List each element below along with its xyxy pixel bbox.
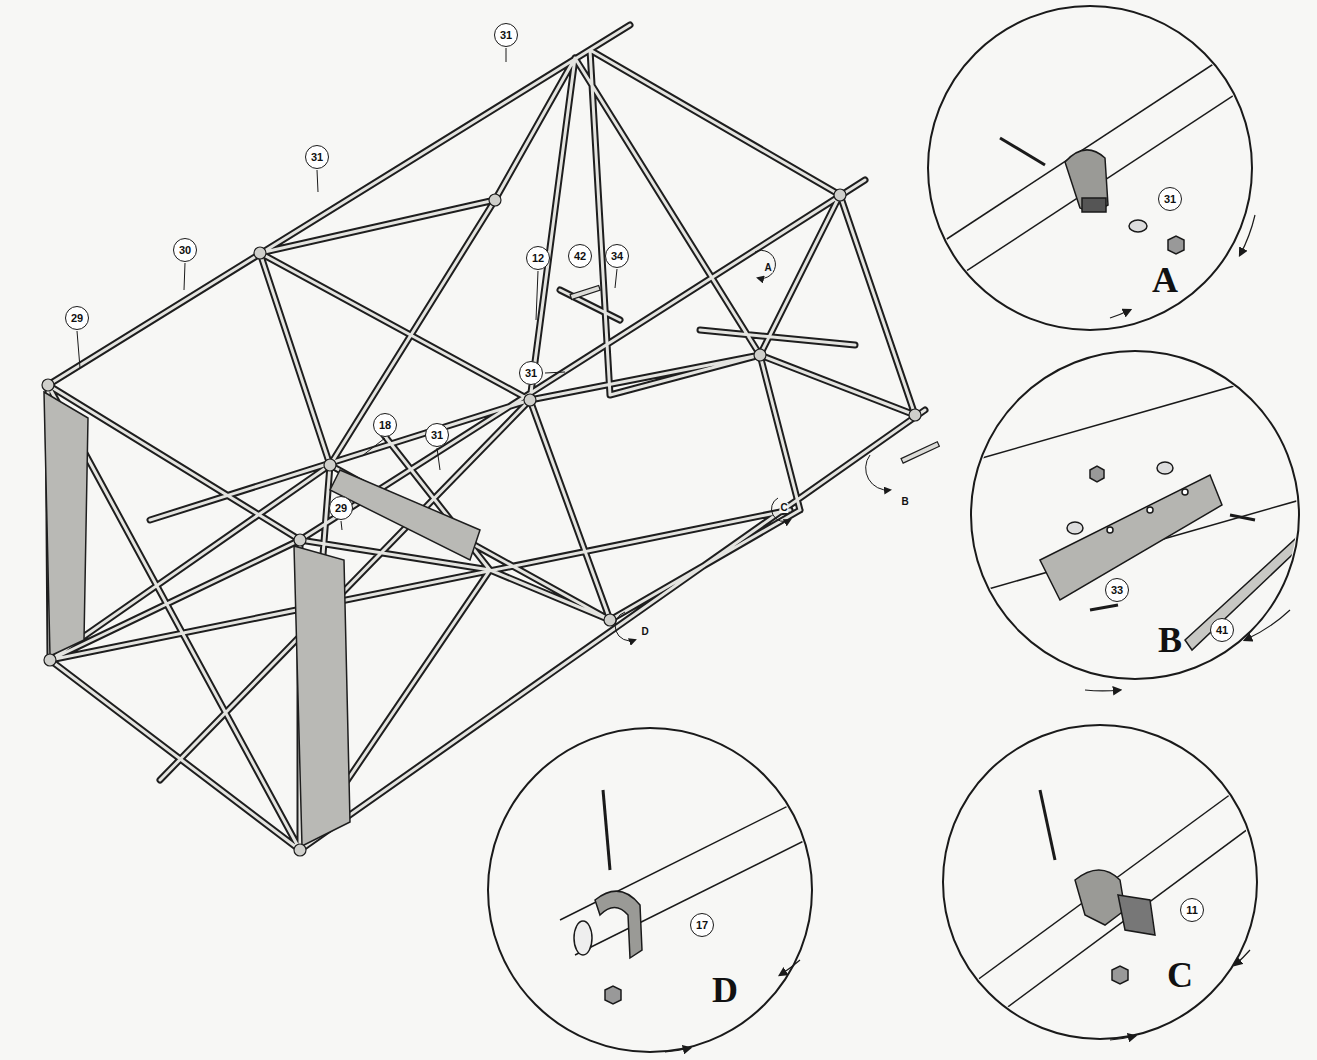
callout-number: 31 (494, 23, 518, 47)
callout-text: 31 (311, 152, 323, 163)
detail-view-circle: B 33 41 (970, 350, 1300, 680)
callout-number: 31 (519, 361, 543, 385)
detail-reference-letter: D (640, 627, 649, 637)
detail-view-circle: D 17 (487, 727, 813, 1053)
callout-text: 34 (611, 251, 623, 262)
detail-view-circle: A 31 (927, 5, 1253, 331)
callout-number: 34 (605, 244, 629, 268)
callout-number: 31 (1158, 187, 1182, 211)
detail-letter: D (712, 972, 738, 1008)
callout-text: 31 (1164, 194, 1176, 205)
detail-b-drawing (975, 370, 1312, 650)
detail-letter: C (1167, 957, 1193, 993)
callout-text: 31 (500, 30, 512, 41)
callout-number: 31 (305, 145, 329, 169)
callout-number: 12 (526, 246, 550, 270)
detail-letter: A (1152, 262, 1178, 298)
callout-number: 33 (1105, 578, 1129, 602)
gusset-plates (44, 392, 480, 846)
detail-a-drawing (930, 40, 1260, 285)
callout-text: 41 (1216, 625, 1228, 636)
callout-number: 11 (1180, 898, 1204, 922)
callout-number: 18 (373, 413, 397, 437)
callout-number: 31 (425, 423, 449, 447)
detail-reference-letter: A (763, 263, 772, 273)
callout-text: 29 (71, 313, 83, 324)
callout-text: 17 (696, 920, 708, 931)
detail-view-circle: C 11 (942, 724, 1258, 1040)
callout-text: 11 (1186, 905, 1198, 916)
callout-number: 42 (568, 244, 592, 268)
callout-number: 41 (1210, 618, 1234, 642)
callout-text: 29 (335, 503, 347, 514)
callout-number: 17 (690, 913, 714, 937)
joint-fittings (42, 189, 921, 856)
callout-text: 33 (1111, 585, 1123, 596)
loose-parts (570, 285, 939, 463)
callout-number: 29 (65, 306, 89, 330)
callout-text: 30 (179, 245, 191, 256)
tube-frame (48, 25, 925, 850)
detail-letter: B (1158, 622, 1182, 658)
detail-locator-arcs (615, 250, 890, 640)
callout-text: 18 (379, 420, 391, 431)
leader-lines (77, 48, 617, 530)
detail-reference-letter: B (900, 497, 909, 507)
callout-number: 30 (173, 238, 197, 262)
callout-text: 42 (574, 251, 586, 262)
callout-text: 31 (525, 368, 537, 379)
callout-text: 12 (532, 253, 544, 264)
detail-c-drawing (950, 780, 1260, 1035)
detail-reference-letter: C (779, 503, 788, 513)
detail-d-drawing (560, 790, 830, 1004)
detail-rotation-arrows (665, 215, 1290, 1052)
callout-number: 29 (329, 496, 353, 520)
callout-text: 31 (431, 430, 443, 441)
